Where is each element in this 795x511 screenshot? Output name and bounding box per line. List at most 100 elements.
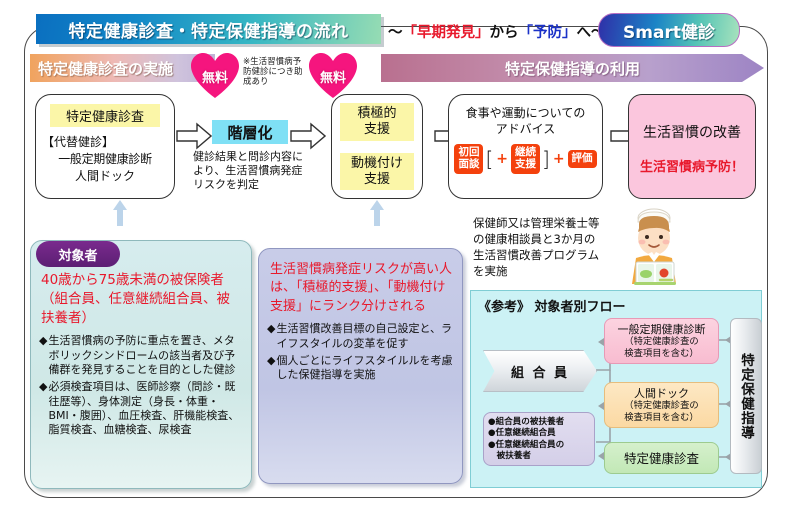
support-active-line2: 支援 xyxy=(363,121,390,137)
bullet-marker: ◆ xyxy=(39,380,48,394)
pill-continuous-support-line1: 継続 xyxy=(515,146,536,159)
support-active: 積極的 支援 xyxy=(340,103,414,141)
list-item-text: 必須検査項目は、医師診察（問診・既往歴等）、身体測定（身長・体重・BMI・腹囲）… xyxy=(48,380,240,437)
flow-node-ningen-dock: 人間ドック （特定健康診査の 検査項目を含む） xyxy=(604,382,719,428)
heart-icon xyxy=(309,53,357,98)
exam-title: 特定健康診査 xyxy=(50,104,160,127)
flow-node-member-label: 組 合 員 xyxy=(510,365,570,381)
list-item: ◆ 必須検査項目は、医師診察（問診・既往歴等）、身体測定（身長・体重・BMI・腹… xyxy=(39,380,244,437)
page-title-banner: 特定健康診査・特定保健指導の流れ xyxy=(36,14,381,44)
node-tokutei-label: 特定健康診査 xyxy=(623,450,699,466)
arrow-right-icon xyxy=(290,122,326,150)
dependent-item: ●任意継続組合員 xyxy=(488,428,556,439)
free-heart-badge-1: 無料 xyxy=(189,52,241,100)
stratification-description: 健診結果と問診内容により、生活習慣病発症リスクを判定 xyxy=(193,150,303,192)
flow-node-general-periodic-exam: 一般定期健康診断 （特定健康診査の 検査項目を含む） xyxy=(604,318,719,364)
advice-heading-line2: アドバイス xyxy=(495,121,556,136)
rank-bullet-list: ◆ 生活習慣改善目標の自己設定と、ライフスタイルの変革を促す ◆ 個人ごとにライ… xyxy=(267,322,455,382)
exam-alt-option-2: 人間ドック xyxy=(74,169,135,183)
panel-target-persons: 40歳から75歳未満の被保険者（組合員、任意継続組合員、被扶養者） ◆ 生活習慣… xyxy=(30,240,252,489)
dependent-item: ●任意継続組合員の xyxy=(488,439,565,450)
list-item: ◆ 生活習慣病の予防に重点を置き、メタボリックシンドロームの該当者及び予備群を発… xyxy=(39,334,244,377)
support-motivational-line1: 動機付け xyxy=(350,155,403,171)
banner-right-label: 特定保健指導の利用 xyxy=(504,59,640,78)
list-item: ◆ 個人ごとにライフスタイルルを考慮した保健指導を実施 xyxy=(267,354,455,383)
pill-first-interview-line2: 面談 xyxy=(458,157,480,170)
dependent-item: ●組合員の被扶養者 xyxy=(488,417,565,427)
support-motivational-line2: 支援 xyxy=(363,171,390,187)
subtitle-prevention: 「予防」 xyxy=(518,24,577,41)
flow-node-specific-health-guidance: 特定保健指導 xyxy=(730,318,762,474)
support-active-line1: 積極的 xyxy=(357,106,397,121)
smart-kenshin-label: Smart健診 xyxy=(623,22,715,43)
arrow-up-icon xyxy=(113,200,127,226)
target-persons-chip: 対象者 xyxy=(36,241,120,267)
subtitle-early-detection: 「早期発見」 xyxy=(402,24,490,41)
plus-sign-1: + xyxy=(496,150,508,167)
list-item-text: 生活習慣改善目標の自己設定と、ライフスタイルの変革を促す xyxy=(276,322,453,350)
pill-continuous-support-line2: 支援 xyxy=(515,157,536,170)
reference-flow-title: 《参考》 対象者別フロー xyxy=(478,300,626,315)
subtitle: ～ 「早期発見」 から 「予防」 へ～ xyxy=(388,20,606,42)
pill-first-interview: 初回 面談 xyxy=(454,144,484,174)
flow-arrow-2 xyxy=(290,122,326,150)
heart-icon xyxy=(191,53,239,98)
nutritionist-illustration xyxy=(610,208,696,288)
node-ippan-line3: 検査項目を含む） xyxy=(624,347,699,359)
bullet-marker: ◆ xyxy=(39,334,48,348)
exam-alt-option-1: 一般定期健康診断 xyxy=(58,152,152,166)
pill-evaluation: 評価 xyxy=(567,150,597,168)
connector-arrow-up-2 xyxy=(369,200,385,226)
bullet-marker: ◆ xyxy=(267,353,276,367)
advice-step-pills: 初回 面談 [ + 継続 支援 ] + 評価 xyxy=(449,144,602,174)
subtitle-mid: から xyxy=(489,24,519,41)
support-motivational: 動機付け 支援 xyxy=(340,152,414,191)
stratification-label: 階層化 xyxy=(227,123,273,142)
banner-health-guidance: 特定保健指導の利用 xyxy=(381,54,764,82)
panel-risk-ranking: 生活習慣病発症リスクが高い人は、「積極的支援」、「動機付け支援」にランク分けされ… xyxy=(258,248,463,484)
arrow-up-icon xyxy=(370,200,384,226)
free-label-2: 無料 xyxy=(319,70,346,86)
flow-node-guidance-label: 特定保健指導 xyxy=(738,352,754,440)
list-item-text: 生活習慣病の予防に重点を置き、メタボリックシンドロームの該当者及び予備群を発見す… xyxy=(48,334,236,377)
target-persons-label: 対象者 xyxy=(58,248,98,264)
banner-left-label: 特定健康診査の実施 xyxy=(38,59,174,78)
pill-continuous-support: 継続 支援 xyxy=(511,144,540,174)
smart-kenshin-badge: Smart健診 xyxy=(598,13,740,47)
flow-arrow-1 xyxy=(176,122,212,150)
dependent-item: 被扶養者 xyxy=(488,451,531,462)
bullet-marker: ◆ xyxy=(267,322,276,336)
subtitle-pre: ～ xyxy=(388,24,403,41)
node-ippan-line2: （特定健康診査の xyxy=(624,336,699,348)
lifestyle-disease-prevention-label: 生活習慣病予防！ xyxy=(639,160,744,175)
free-label-1: 無料 xyxy=(201,70,228,86)
flow-box-support-types: 積極的 支援 動機付け 支援 xyxy=(331,94,423,199)
lifestyle-improvement-label: 生活習慣の改善 xyxy=(643,125,741,141)
node-ningen-line3: 検査項目を含む） xyxy=(624,411,699,423)
subsidy-note: ※生活習慣病予防健診につき助成あり xyxy=(243,57,303,87)
node-ningen-line1: 人間ドック xyxy=(633,387,689,401)
stratification-label-box: 階層化 xyxy=(212,120,288,144)
target-bullet-list: ◆ 生活習慣病の予防に重点を置き、メタボリックシンドロームの該当者及び予備群を発… xyxy=(39,334,244,437)
flow-node-specific-health-exam: 特定健康診査 xyxy=(604,442,719,474)
target-headline: 40歳から75歳未満の被保険者（組合員、任意継続組合員、被扶養者） xyxy=(41,272,230,327)
nurse-program-note: 保健師又は管理栄養士等の健康相談員と3か月の生活習慣改善プログラムを実施 xyxy=(473,216,600,278)
list-item: ◆ 生活習慣改善目標の自己設定と、ライフスタイルの変革を促す xyxy=(267,322,455,351)
page-title: 特定健康診査・特定保健指導の流れ xyxy=(68,21,349,42)
nutritionist-icon xyxy=(632,208,676,285)
arrow-right-icon xyxy=(176,122,212,150)
flow-node-member: 組 合 員 xyxy=(483,350,597,392)
flow-box-advice: 食事や運動についての アドバイス 初回 面談 [ + 継続 支援 ] + 評価 xyxy=(448,94,603,199)
bracket-left-icon: [ xyxy=(485,146,494,171)
plus-sign-2: + xyxy=(552,150,565,167)
exam-alt-label: 【代替健診】 xyxy=(42,135,115,149)
node-ippan-line1: 一般定期健康診断 xyxy=(617,323,706,337)
bracket-right-icon: ] xyxy=(542,146,550,171)
free-heart-badge-2: 無料 xyxy=(307,52,359,100)
list-item-text: 個人ごとにライフスタイルルを考慮した保健指導を実施 xyxy=(276,353,453,382)
banner-exam-implementation: 特定健康診査の実施 xyxy=(30,54,215,82)
flow-node-dependents: ●組合員の被扶養者 ●任意継続組合員 ●任意継続組合員の 被扶養者 xyxy=(483,412,595,466)
flow-box-lifestyle-improvement: 生活習慣の改善 生活習慣病予防！ xyxy=(628,94,756,199)
node-ningen-line2: （特定健康診査の xyxy=(624,400,699,412)
flow-box-specific-health-exam: 特定健康診査 【代替健診】 一般定期健康診断 人間ドック xyxy=(35,94,175,199)
